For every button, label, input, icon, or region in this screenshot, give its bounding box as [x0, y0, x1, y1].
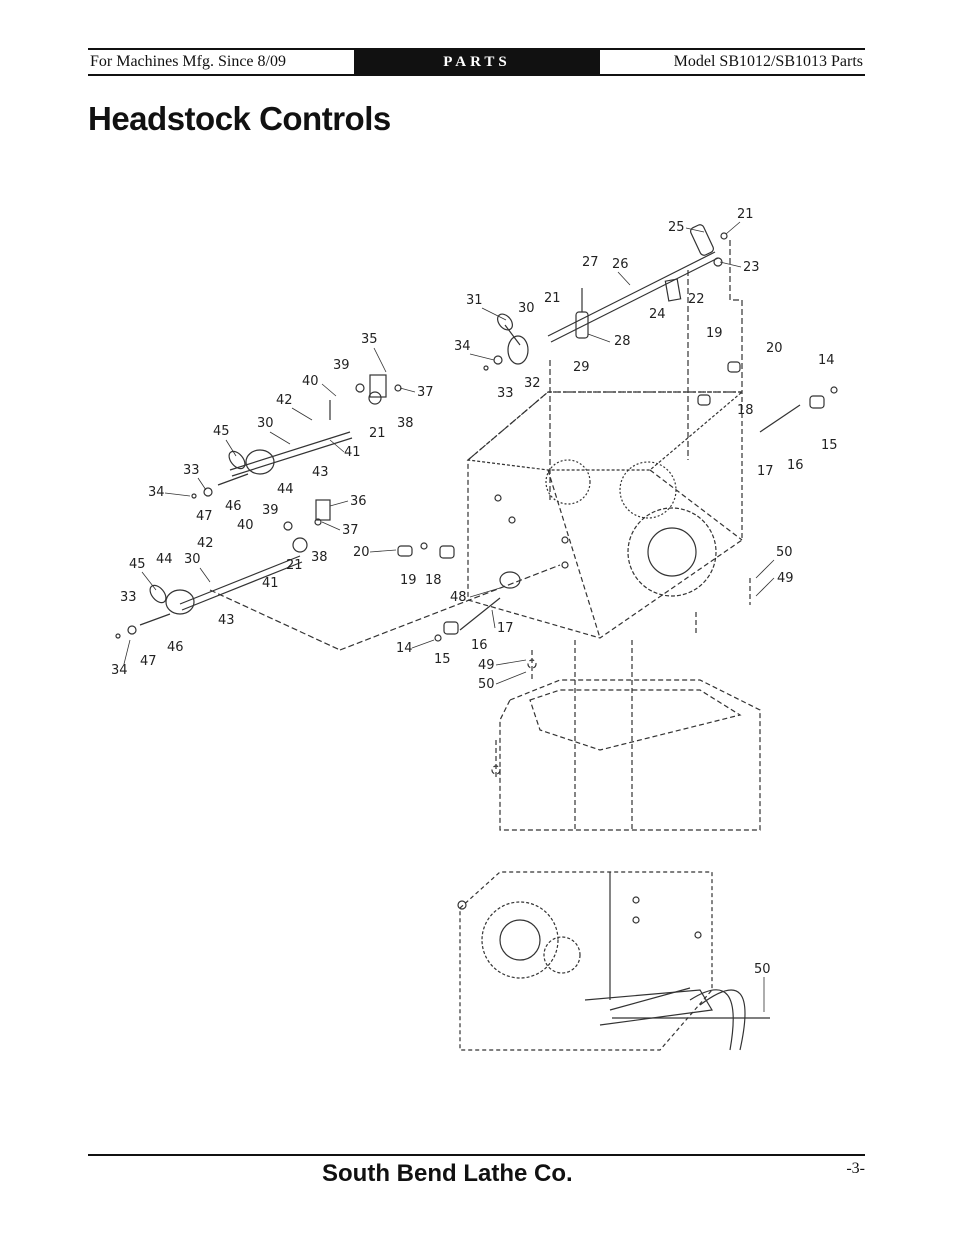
callout-35: 35 — [361, 332, 378, 347]
callout-30: 30 — [257, 416, 274, 431]
callout-20: 20 — [766, 341, 783, 356]
callout-33: 33 — [497, 386, 514, 401]
callout-18: 18 — [425, 573, 442, 588]
callout-20: 20 — [353, 545, 370, 560]
callout-50: 50 — [754, 962, 771, 977]
callout-50: 50 — [776, 545, 793, 560]
callout-21: 21 — [544, 291, 561, 306]
callout-30: 30 — [184, 552, 201, 567]
part-callouts: 21 25 23 27 26 22 24 31 30 21 28 34 29 3… — [111, 207, 838, 977]
headstock-housing — [466, 391, 744, 639]
page-title: Headstock Controls — [88, 100, 391, 137]
callout-38: 38 — [397, 416, 414, 431]
callout-27: 27 — [582, 255, 599, 270]
callout-21: 21 — [737, 207, 754, 222]
callout-22: 22 — [688, 292, 705, 307]
callout-26: 26 — [612, 257, 629, 272]
inset-headstock-view — [457, 871, 770, 1051]
callout-46: 46 — [167, 640, 184, 655]
callout-15: 15 — [821, 438, 838, 453]
callout-49: 49 — [777, 571, 794, 586]
callout-39: 39 — [262, 503, 279, 518]
callout-leaders — [123, 221, 775, 1012]
callout-41: 41 — [262, 576, 279, 591]
callout-40: 40 — [237, 518, 254, 533]
callout-19: 19 — [400, 573, 417, 588]
callout-47: 47 — [196, 509, 213, 524]
callout-14: 14 — [818, 353, 835, 368]
callout-33: 33 — [183, 463, 200, 478]
callout-49: 49 — [478, 658, 495, 673]
callout-19: 19 — [706, 326, 723, 341]
callout-28: 28 — [614, 334, 631, 349]
callout-39: 39 — [333, 358, 350, 373]
callout-46: 46 — [225, 499, 242, 514]
callout-41: 41 — [344, 445, 361, 460]
callout-44: 44 — [156, 552, 173, 567]
callout-40: 40 — [302, 374, 319, 389]
callout-42: 42 — [197, 536, 214, 551]
callout-34: 34 — [148, 485, 165, 500]
callout-17: 17 — [757, 464, 774, 479]
footer-rule — [88, 1154, 865, 1156]
callout-23: 23 — [743, 260, 760, 275]
header-model-label: Model SB1012/SB1013 Parts — [673, 53, 863, 70]
callout-48: 48 — [450, 590, 467, 605]
callout-21: 21 — [286, 558, 303, 573]
callout-21: 21 — [369, 426, 386, 441]
callout-32: 32 — [524, 376, 541, 391]
header-section-label: PARTS — [354, 50, 600, 74]
callout-44: 44 — [277, 482, 294, 497]
page-header: For Machines Mfg. Since 8/09 PARTS Model… — [88, 48, 865, 76]
header-machines-note: For Machines Mfg. Since 8/09 — [90, 53, 286, 70]
callout-24: 24 — [649, 307, 666, 322]
callout-34: 34 — [111, 663, 128, 678]
callout-16: 16 — [471, 638, 488, 653]
lathe-bed-stand — [491, 578, 761, 831]
callout-15: 15 — [434, 652, 451, 667]
brand-logo: South Bend Lathe Co. — [322, 1160, 573, 1187]
callout-17: 17 — [497, 621, 514, 636]
callout-42: 42 — [276, 393, 293, 408]
callout-14: 14 — [396, 641, 413, 656]
callout-43: 43 — [218, 613, 235, 628]
callout-31: 31 — [466, 293, 483, 308]
callout-30: 30 — [518, 301, 535, 316]
detent-parts — [397, 361, 838, 642]
callout-33: 33 — [120, 590, 137, 605]
upper-control-shaft — [191, 374, 402, 499]
callout-50: 50 — [478, 677, 495, 692]
callout-47: 47 — [140, 654, 157, 669]
lower-control-shaft — [115, 499, 561, 651]
callout-34: 34 — [454, 339, 471, 354]
callout-38: 38 — [311, 550, 328, 565]
page-number: -3- — [846, 1160, 865, 1177]
callout-37: 37 — [342, 523, 359, 538]
callout-43: 43 — [312, 465, 329, 480]
callout-45: 45 — [213, 424, 230, 439]
callout-45: 45 — [129, 557, 146, 572]
callout-18: 18 — [737, 403, 754, 418]
callout-25: 25 — [668, 220, 685, 235]
callout-16: 16 — [787, 458, 804, 473]
callout-37: 37 — [417, 385, 434, 400]
callout-29: 29 — [573, 360, 590, 375]
callout-36: 36 — [350, 494, 367, 509]
